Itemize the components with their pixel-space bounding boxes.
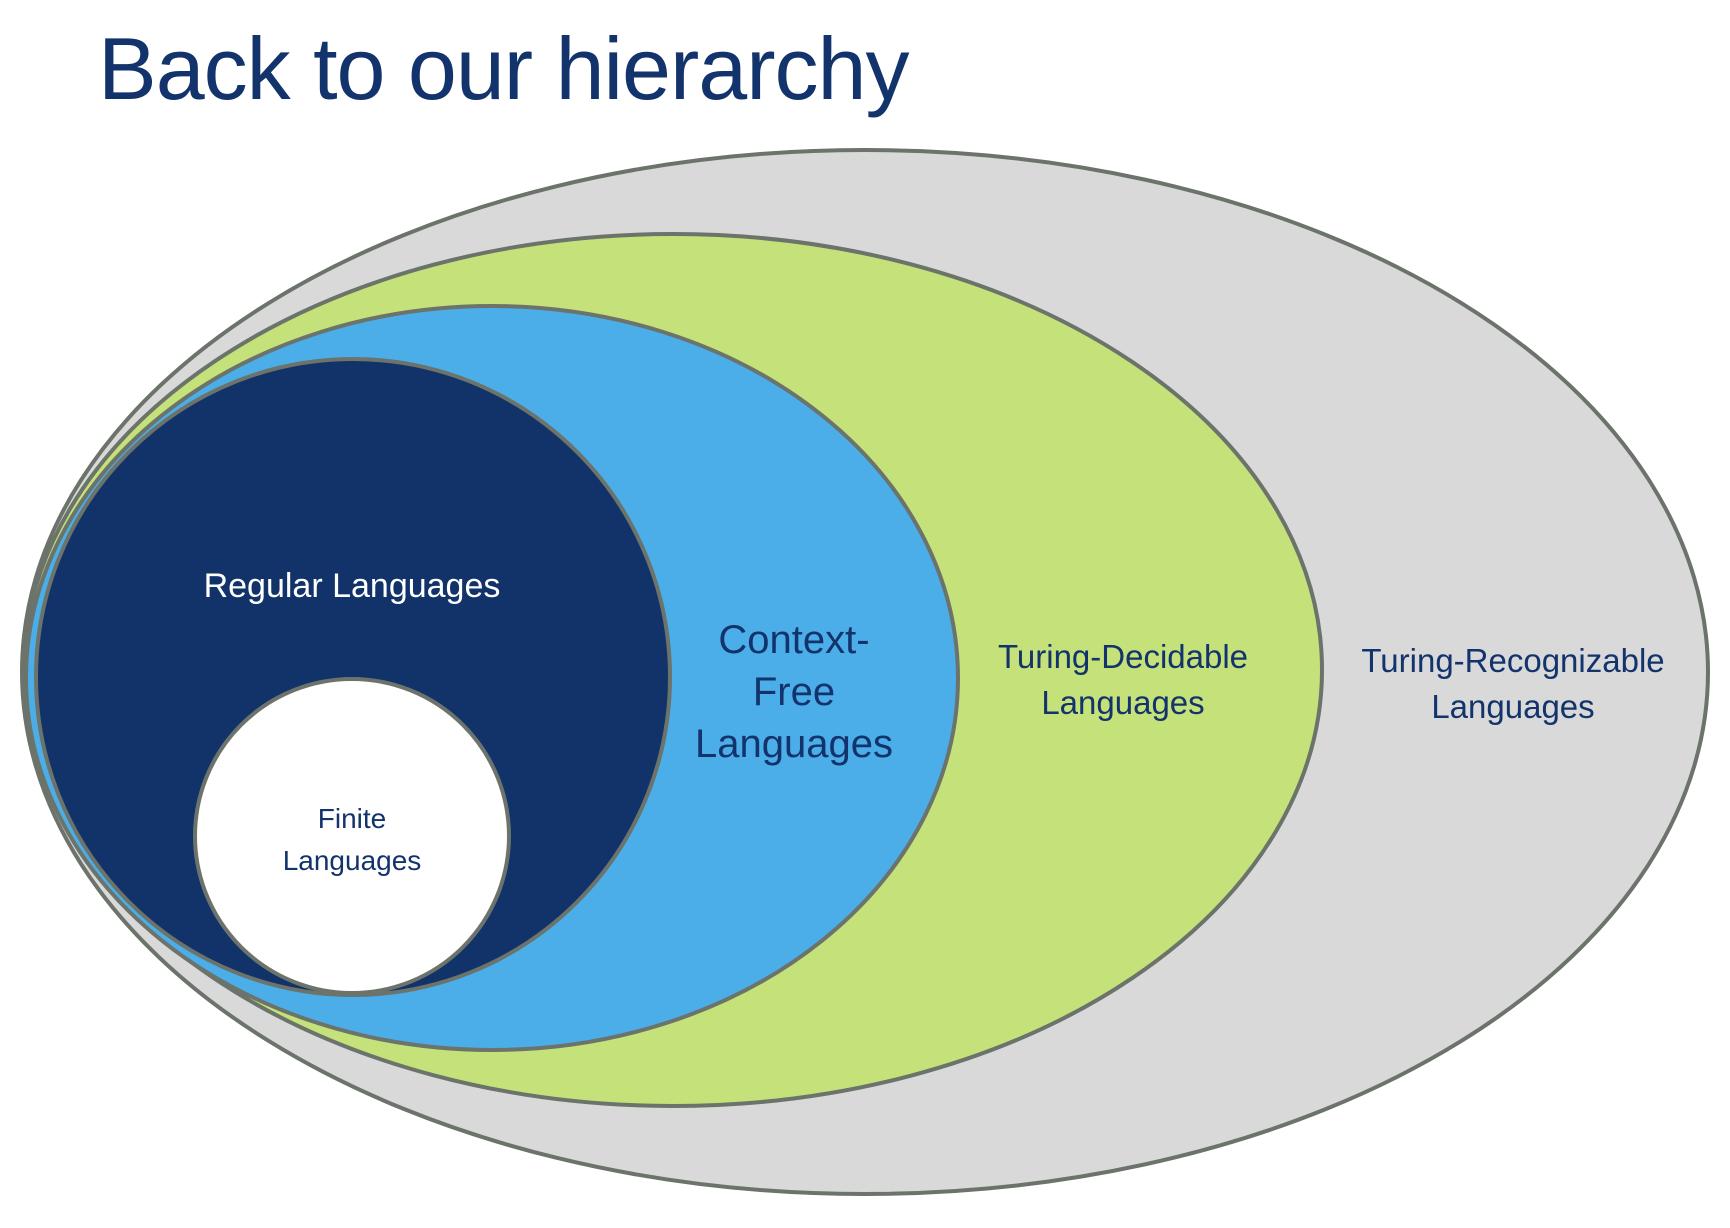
finite-label: Finite [318,803,386,834]
finite-set [193,677,511,995]
regular-label: Regular Languages [204,567,501,605]
slide-title: Back to our hierarchy [98,19,909,118]
turing-decidable-label: Turing-Decidable [998,638,1248,675]
context-free-label: Languages [695,722,893,766]
turing-decidable-label: Languages [1041,684,1204,721]
context-free-label: Context- [718,618,869,662]
turing-recognizable-label: Turing-Recognizable [1361,642,1664,679]
context-free-label: Free [753,670,835,714]
finite-label: Languages [283,845,422,876]
turing-recognizable-label: Languages [1431,688,1594,725]
